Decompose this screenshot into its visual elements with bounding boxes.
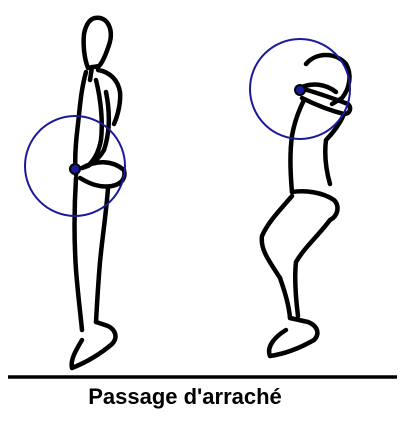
standing-lifter-figure: [69, 15, 127, 371]
squatting-lifter-thigh: [259, 193, 295, 281]
standing-bar-circle: [24, 115, 126, 217]
standing-lifter-chest: [95, 67, 123, 127]
standing-lifter-head: [81, 15, 113, 71]
squatting-lifter-shin: [292, 217, 333, 319]
squatting-lifter-hips: [289, 189, 340, 223]
standing-lifter-neck: [87, 64, 95, 83]
squatting-lifter-head: [303, 52, 352, 107]
squatting-lifter-chest: [322, 111, 347, 187]
squatting-lifter-shin-back: [277, 275, 293, 321]
standing-lifter-hips: [77, 160, 127, 189]
squatting-lifter-figure: [259, 52, 353, 359]
squat-bar-dot: [294, 84, 306, 96]
squatting-lifter-foot: [266, 315, 320, 359]
squat-bar-circle: [249, 38, 351, 140]
standing-bar-dot: [69, 163, 81, 175]
standing-lifter-arm: [85, 77, 105, 169]
standing-lifter-leg-front: [93, 185, 111, 325]
diagram-caption: Passage d'arraché: [88, 384, 282, 409]
standing-lifter-foot: [69, 319, 118, 371]
standing-lifter-leg-back: [72, 175, 85, 333]
squatting-lifter-back: [288, 97, 307, 195]
squatting-lifter-arm: [297, 85, 353, 117]
standing-lifter-torso: [72, 69, 89, 178]
